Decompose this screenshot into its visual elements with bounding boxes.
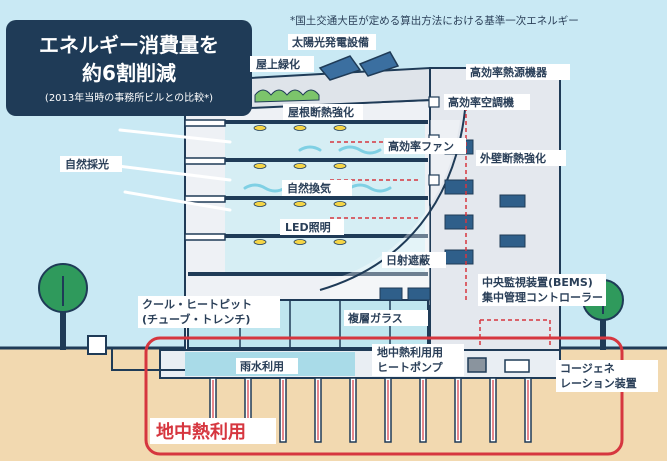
solar-panel-icon (318, 51, 400, 81)
geothermal-frame (144, 336, 624, 456)
label-high-eff-heat-source: 高効率熱源機器 (470, 65, 548, 79)
headline-line2: 約6割削減 (82, 61, 176, 85)
label-roof-insulation: 屋根断熱強化 (288, 105, 354, 119)
label-led-lighting: LED照明 (285, 221, 331, 234)
label-geo-heat-pump-line1: 地中熱利用用 (377, 345, 443, 359)
labels: 太陽光発電設備 屋上緑化 高効率熱源機器 屋根断熱強化 高効率空調機 高効率ファ… (60, 34, 658, 444)
cogeneration-icon (504, 359, 530, 373)
heat-pump-icon (467, 357, 487, 373)
balconies (184, 119, 226, 241)
label-rooftop-greening: 屋上緑化 (256, 57, 300, 71)
label-solar-shading: 日射遮蔽 (386, 253, 431, 267)
label-wall-insulation: 外壁断熱強化 (479, 151, 546, 165)
label-cool-heat-pit-line2: (チューブ・トレンチ) (142, 312, 250, 326)
label-cogen-line2: レーション装置 (560, 376, 637, 390)
daylight-arrows (108, 128, 232, 212)
label-cogen-line1: コージェネ (560, 362, 615, 375)
label-geothermal: 地中熱利用 (156, 421, 246, 443)
label-geo-heat-pump-line2: ヒートポンプ (377, 360, 444, 374)
footnote: *国土交通大臣が定める算出方法における基準一次エネルギー (290, 14, 579, 27)
label-high-eff-ac: 高効率空調機 (448, 95, 514, 109)
label-bems-line1: 中央監視装置(BEMS) (482, 275, 593, 289)
label-daylighting: 自然採光 (65, 157, 109, 171)
label-double-glass: 複層ガラス (347, 311, 403, 325)
label-solar-power: 太陽光発電設備 (291, 35, 369, 49)
label-rainwater: 雨水利用 (240, 359, 284, 373)
tree-left (38, 263, 88, 350)
headline-line1: エネルギー消費量を (39, 33, 219, 57)
headline-note: (2013年当時の事務所ビルとの比較*) (45, 91, 213, 104)
label-bems-line2: 集中管理コントローラー (481, 290, 603, 304)
label-natural-ventilation: 自然換気 (287, 181, 331, 195)
floor-slabs (188, 120, 428, 276)
headline-box: エネルギー消費量を 約6割削減 (2013年当時の事務所ビルとの比較*) (6, 20, 252, 116)
led-light-icon (253, 125, 347, 245)
tower-windows (379, 139, 526, 301)
label-high-eff-fan: 高効率ファン (388, 139, 454, 153)
airflow-icon (243, 145, 392, 193)
label-cool-heat-pit-line1: クール・ヒートピット (142, 298, 252, 311)
rooftop-green-icon (254, 89, 320, 103)
